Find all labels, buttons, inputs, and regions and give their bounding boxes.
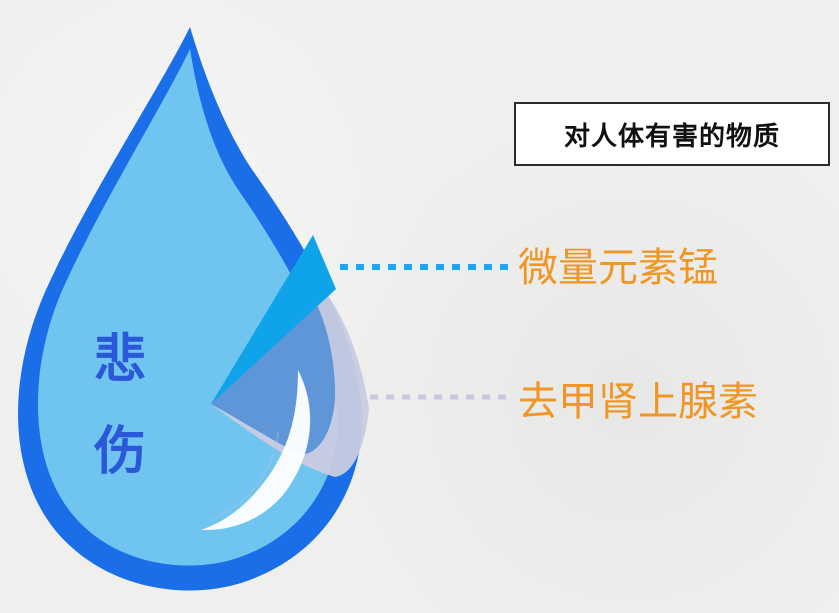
drop-highlight-shadow (210, 431, 279, 521)
drop-highlight (201, 370, 311, 531)
drop-wedge-blue (211, 235, 336, 404)
drop-text-line-2: 伤 (94, 422, 147, 482)
title-box: 对人体有害的物质 (514, 102, 830, 166)
item-label-1: 微量元素锰 (518, 245, 718, 291)
title-text: 对人体有害的物质 (563, 121, 780, 152)
item-label-2: 去甲肾上腺素 (518, 379, 758, 425)
drop-text-line-1: 悲 (94, 330, 147, 390)
